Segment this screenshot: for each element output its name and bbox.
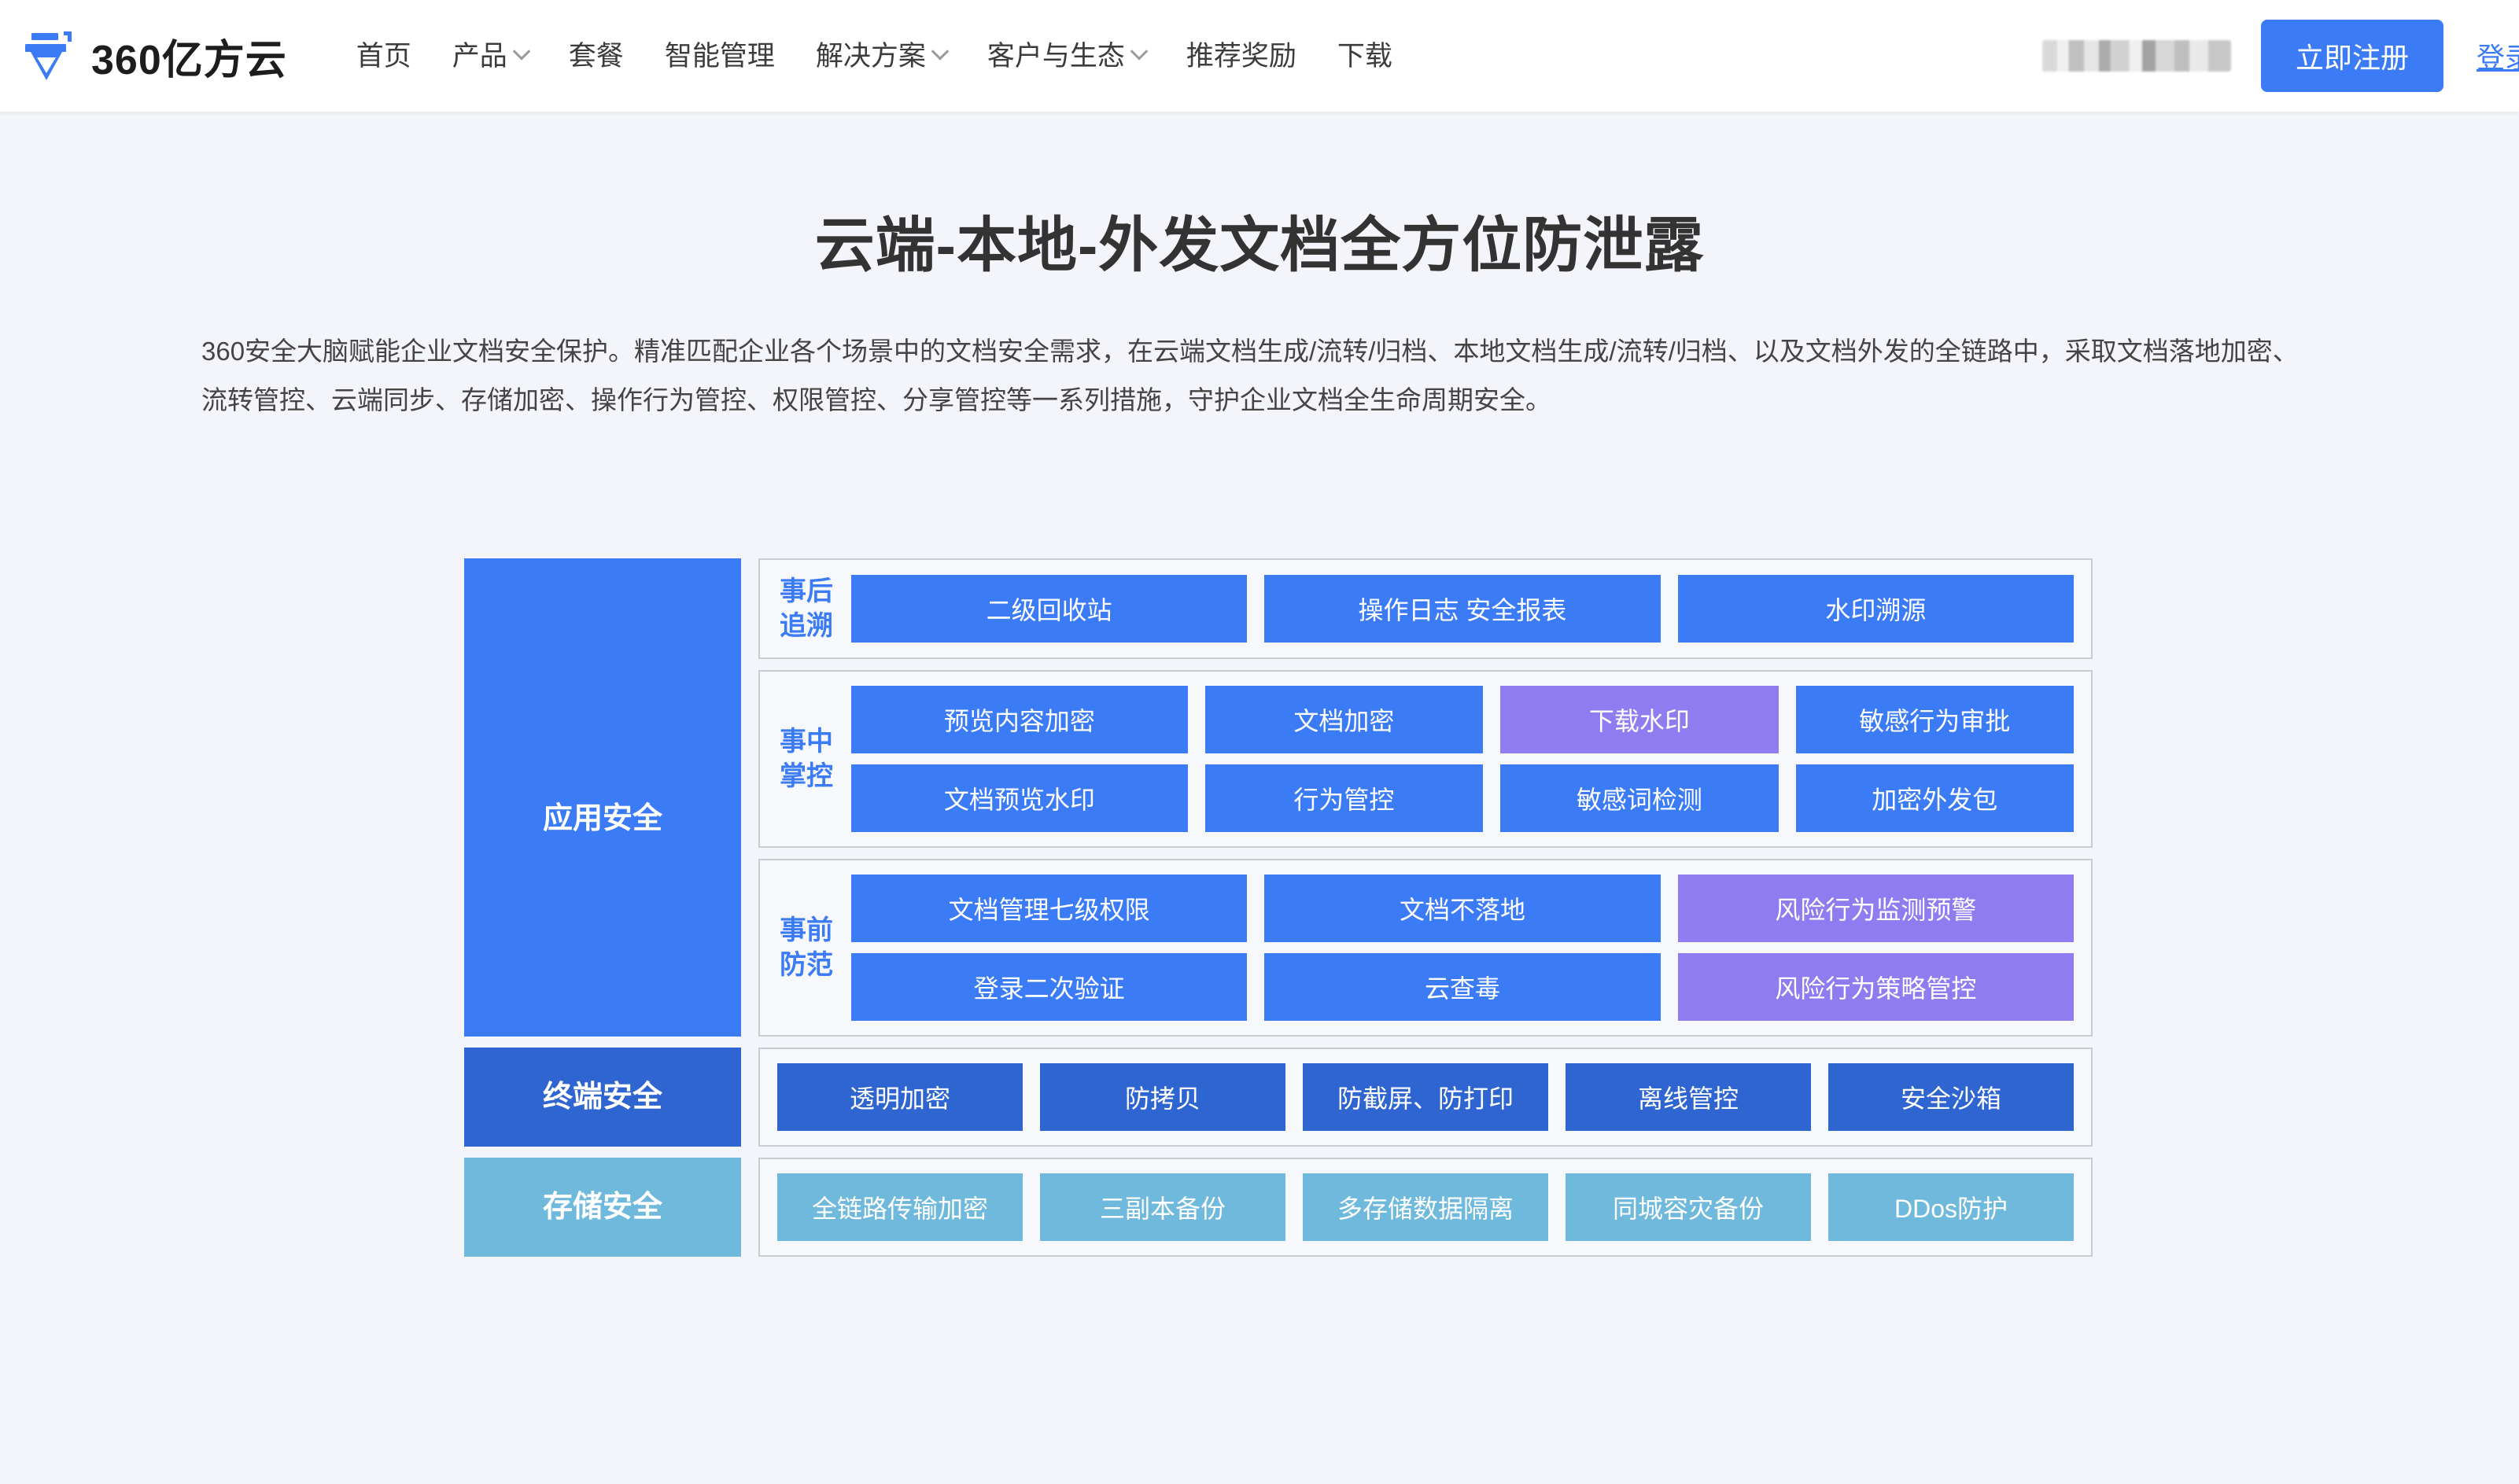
nav-item-label: 下载 [1337, 40, 1392, 72]
band-label-application-security: 应用安全 [464, 558, 741, 1037]
tile-watermark-traceability[interactable]: 水印溯源 [1677, 575, 2074, 643]
band-content-storage-security: 全链路传输加密 三副本备份 多存储数据隔离 同城容灾备份 DDos防护 [758, 1158, 2093, 1258]
nav-item-customers-ecosystem[interactable]: 客户与生态 [967, 0, 1166, 112]
phase-pre-incident-prevention: 事前防范 文档管理七级权限 文档不落地 风险行为监测预警 登录二次验证 云查毒 … [758, 859, 2093, 1037]
tile-full-link-transmission-encryption[interactable]: 全链路传输加密 [777, 1173, 1023, 1242]
tile-row: 预览内容加密 文档加密 下载水印 敏感行为审批 [851, 686, 2074, 754]
phase-endpoint: 透明加密 防拷贝 防截屏、防打印 离线管控 安全沙箱 [758, 1048, 2093, 1147]
tile-row: 文档管理七级权限 文档不落地 风险行为监测预警 [851, 875, 2074, 943]
brand-logo[interactable]: 360亿方云 [20, 26, 287, 86]
security-architecture-diagram: 应用安全 事后追溯 二级回收站 操作日志 安全报表 水印溯源 [464, 558, 2093, 1258]
nav-item-home[interactable]: 首页 [336, 0, 432, 112]
tile-row: 登录二次验证 云查毒 风险行为策略管控 [851, 953, 2074, 1022]
nav-item-smart-management[interactable]: 智能管理 [644, 0, 795, 112]
tile-sensitive-word-detection[interactable]: 敏感词检测 [1500, 764, 1779, 833]
page-title: 云端-本地-外发文档全方位防泄露 [814, 212, 1705, 279]
page-description: 360安全大脑赋能企业文档安全保护。精准匹配企业各个场景中的文档安全需求，在云端… [201, 337, 2299, 414]
site-header: 360亿方云 首页 产品 套餐 智能管理 解决方案 客户与生态 推荐奖励 下载 [0, 0, 2519, 112]
nav-item-label: 客户与生态 [987, 40, 1125, 72]
band-label-endpoint-security: 终端安全 [464, 1048, 741, 1147]
tile-row: 文档预览水印 行为管控 敏感词检测 加密外发包 [851, 764, 2074, 833]
nav-item-label: 智能管理 [664, 40, 775, 72]
tile-grid: 全链路传输加密 三副本备份 多存储数据隔离 同城容灾备份 DDos防护 [777, 1173, 2074, 1242]
yifangyun-logo-icon [25, 31, 72, 80]
chevron-down-icon [512, 42, 531, 61]
tile-row: 二级回收站 操作日志 安全报表 水印溯源 [851, 575, 2074, 643]
phase-storage: 全链路传输加密 三副本备份 多存储数据隔离 同城容灾备份 DDos防护 [758, 1158, 2093, 1258]
chevron-down-icon [1130, 42, 1149, 61]
nav-item-label: 套餐 [568, 40, 624, 72]
tile-grid: 预览内容加密 文档加密 下载水印 敏感行为审批 文档预览水印 行为管控 敏感词检… [851, 686, 2074, 833]
tile-document-preview-watermark[interactable]: 文档预览水印 [851, 764, 1188, 833]
chevron-down-icon [931, 42, 950, 61]
tile-document-seven-level-permission[interactable]: 文档管理七级权限 [851, 875, 1248, 943]
band-endpoint-security: 终端安全 透明加密 防拷贝 防截屏、防打印 离线管控 安全沙箱 [464, 1048, 2093, 1147]
tile-risk-behavior-monitoring-alert[interactable]: 风险行为监测预警 [1677, 875, 2074, 943]
main-nav: 首页 产品 套餐 智能管理 解决方案 客户与生态 推荐奖励 下载 [336, 0, 1413, 112]
login-link[interactable]: 登录 [2476, 42, 2519, 74]
tile-ddos-protection[interactable]: DDos防护 [1828, 1173, 2074, 1242]
brand-name: 360亿方云 [91, 37, 287, 83]
tile-grid: 文档管理七级权限 文档不落地 风险行为监测预警 登录二次验证 云查毒 风险行为策… [851, 875, 2074, 1022]
tile-encrypted-outbound-package[interactable]: 加密外发包 [1795, 764, 2074, 833]
nav-item-download[interactable]: 下载 [1317, 0, 1413, 112]
nav-item-packages[interactable]: 套餐 [548, 0, 644, 112]
tile-anti-copy[interactable]: 防拷贝 [1040, 1063, 1285, 1132]
tile-grid: 透明加密 防拷贝 防截屏、防打印 离线管控 安全沙箱 [777, 1063, 2074, 1132]
nav-item-label: 推荐奖励 [1186, 40, 1296, 72]
page-content: 云端-本地-外发文档全方位防泄露 360安全大脑赋能企业文档安全保护。精准匹配企… [0, 112, 2519, 1484]
tile-secondary-recycle-bin[interactable]: 二级回收站 [851, 575, 1248, 643]
band-content-endpoint-security: 透明加密 防拷贝 防截屏、防打印 离线管控 安全沙箱 [758, 1048, 2093, 1147]
nav-item-label: 产品 [452, 40, 507, 72]
nav-item-label: 解决方案 [815, 40, 926, 72]
tile-security-sandbox[interactable]: 安全沙箱 [1828, 1063, 2074, 1132]
tile-download-watermark[interactable]: 下载水印 [1500, 686, 1779, 754]
phase-label: 事中掌控 [780, 727, 833, 792]
nav-item-solutions[interactable]: 解决方案 [795, 0, 967, 112]
phase-in-progress-control: 事中掌控 预览内容加密 文档加密 下载水印 敏感行为审批 文档预览水印 行为管控… [758, 670, 2093, 849]
tile-operation-log-security-report[interactable]: 操作日志 安全报表 [1264, 575, 1661, 643]
tile-anti-screenshot-print[interactable]: 防截屏、防打印 [1303, 1063, 1548, 1132]
band-storage-security: 存储安全 全链路传输加密 三副本备份 多存储数据隔离 同城容灾备份 DDos防护 [464, 1158, 2093, 1258]
band-label-storage-security: 存储安全 [464, 1158, 741, 1258]
tile-multi-storage-data-isolation[interactable]: 多存储数据隔离 [1303, 1173, 1548, 1242]
tile-same-city-disaster-backup[interactable]: 同城容灾备份 [1566, 1173, 1811, 1242]
phase-post-incident-traceability: 事后追溯 二级回收站 操作日志 安全报表 水印溯源 [758, 558, 2093, 660]
redacted-contact-info [2041, 40, 2231, 72]
nav-item-referral-rewards[interactable]: 推荐奖励 [1166, 0, 1317, 112]
tile-risk-behavior-policy-control[interactable]: 风险行为策略管控 [1677, 953, 2074, 1022]
tile-grid: 二级回收站 操作日志 安全报表 水印溯源 [851, 575, 2074, 643]
phase-label: 事前防范 [780, 915, 833, 981]
tile-document-no-local-storage[interactable]: 文档不落地 [1264, 875, 1661, 943]
header-actions: 立即注册 登录 [2041, 20, 2519, 92]
tile-row: 全链路传输加密 三副本备份 多存储数据隔离 同城容灾备份 DDos防护 [777, 1173, 2074, 1242]
register-button[interactable]: 立即注册 [2260, 20, 2443, 92]
tile-preview-content-encryption[interactable]: 预览内容加密 [851, 686, 1188, 754]
tile-cloud-antivirus[interactable]: 云查毒 [1264, 953, 1661, 1022]
nav-item-label: 首页 [356, 40, 411, 72]
tile-sensitive-behavior-approval[interactable]: 敏感行为审批 [1795, 686, 2074, 754]
phase-label: 事后追溯 [780, 576, 833, 642]
band-application-security: 应用安全 事后追溯 二级回收站 操作日志 安全报表 水印溯源 [464, 558, 2093, 1037]
tile-login-two-factor-verification[interactable]: 登录二次验证 [851, 953, 1248, 1022]
tile-behavior-control[interactable]: 行为管控 [1204, 764, 1484, 833]
tile-transparent-encryption[interactable]: 透明加密 [777, 1063, 1023, 1132]
tile-triple-replica-backup[interactable]: 三副本备份 [1040, 1173, 1285, 1242]
tile-document-encryption[interactable]: 文档加密 [1204, 686, 1484, 754]
nav-item-products[interactable]: 产品 [432, 0, 548, 112]
tile-offline-control[interactable]: 离线管控 [1566, 1063, 1811, 1132]
band-content-application-security: 事后追溯 二级回收站 操作日志 安全报表 水印溯源 事中掌控 预览 [758, 558, 2093, 1037]
tile-row: 透明加密 防拷贝 防截屏、防打印 离线管控 安全沙箱 [777, 1063, 2074, 1132]
